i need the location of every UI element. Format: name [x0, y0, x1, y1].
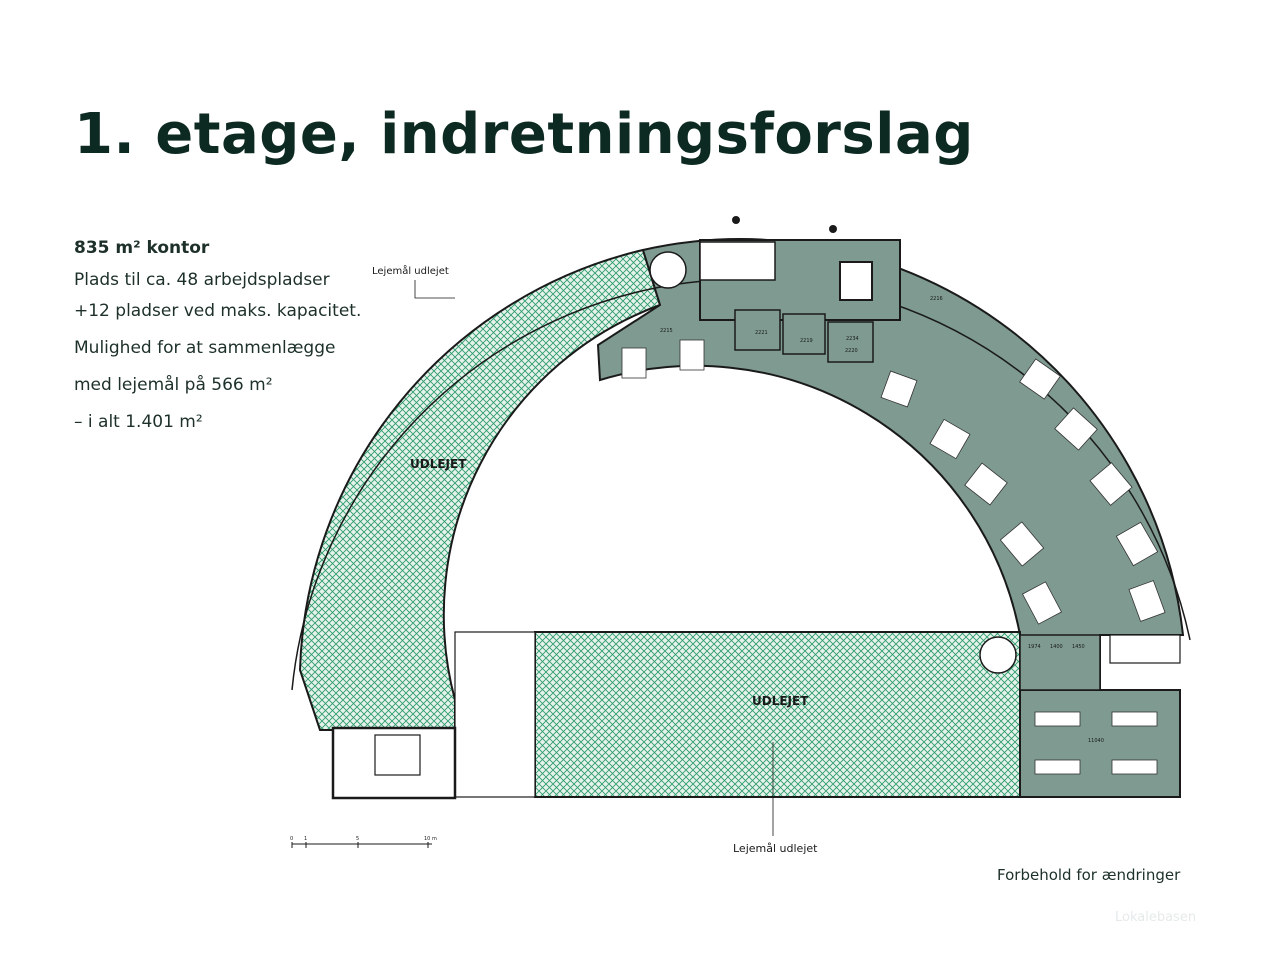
scale-tick-10: 10 m — [424, 836, 437, 842]
callout-bottom: Lejemål udlejet — [733, 842, 818, 855]
spiral-stair-top — [649, 251, 687, 289]
room-code-9: 1450 — [1072, 644, 1085, 650]
leased-wing-label: UDLEJET — [752, 694, 809, 708]
staircase-top — [699, 241, 776, 281]
area-heading: 835 m² kontor — [74, 238, 210, 258]
room-code-3: 2219 — [800, 338, 813, 344]
property-summary: 835 m² kontor Plads til ca. 48 arbejdspl… — [74, 238, 361, 441]
core-lower — [1019, 634, 1101, 691]
room-code-7: 1974 — [1028, 644, 1041, 650]
disclaimer: Forbehold for ændringer — [997, 866, 1181, 884]
scale-tick-5: 5 — [356, 836, 359, 842]
leased-arc-label: UDLEJET — [410, 457, 467, 471]
stair-left — [374, 734, 421, 776]
callout-top-leader — [414, 280, 455, 299]
leased-wing-area — [534, 631, 1021, 798]
conference-tables — [1034, 711, 1158, 775]
office-lower-block — [1019, 689, 1181, 798]
meeting-rooms — [734, 309, 874, 363]
connector-corridor — [454, 631, 536, 798]
room-code-4: 2220 — [845, 348, 858, 354]
elevator-top — [839, 261, 873, 301]
scale-bar: 0 1 5 10 m — [290, 836, 437, 848]
room-code-6: 2216 — [930, 296, 943, 302]
callout-top: Lejemål udlejet — [372, 264, 449, 277]
info-line-merge-area: med lejemål på 566 m² — [74, 375, 273, 395]
room-code-1: 2215 — [660, 328, 673, 334]
info-line-merge: Mulighed for at sammenlægge — [74, 338, 336, 358]
room-code-10: 11040 — [1088, 738, 1104, 744]
scale-tick-1: 1 — [304, 836, 307, 842]
room-code-2: 2221 — [755, 330, 768, 336]
room-codes: 2215 2221 2219 2220 2234 2216 1974 1400 … — [660, 296, 1104, 744]
room-code-8: 1400 — [1050, 644, 1063, 650]
column-1 — [732, 216, 740, 224]
watermark-logo: Lokalebasen — [1115, 910, 1197, 925]
lift-lower — [1109, 634, 1181, 664]
column-2 — [829, 225, 837, 233]
spiral-stair-lower — [979, 636, 1017, 674]
desk-clusters — [621, 339, 1166, 625]
room-code-5: 2234 — [846, 336, 859, 342]
info-line-workplaces: Plads til ca. 48 arbejdspladser — [74, 270, 330, 290]
page-title: 1. etage, indretningsforslag — [74, 102, 974, 167]
scale-tick-0: 0 — [290, 836, 293, 842]
info-line-capacity: +12 pladser ved maks. kapacitet. — [74, 301, 362, 321]
info-line-total: – i alt 1.401 m² — [74, 412, 203, 432]
